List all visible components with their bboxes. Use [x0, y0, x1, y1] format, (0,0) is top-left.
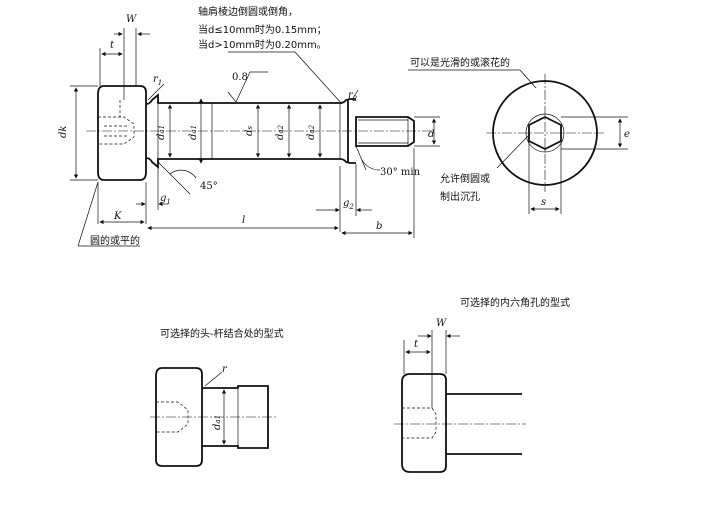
- angle30-label: 30° min: [380, 167, 421, 178]
- angle30-arc: [361, 159, 381, 171]
- detail-r-label: r: [222, 364, 228, 375]
- knurl-note-leader: [519, 69, 537, 89]
- l-label: l: [242, 215, 245, 226]
- chamfer-note-1: 轴肩棱边倒圆或倒角，: [198, 5, 298, 18]
- allow-note-leader: [496, 133, 531, 169]
- e-label: e: [624, 129, 630, 140]
- k-label: K: [113, 211, 122, 222]
- angle45-line: [157, 161, 191, 195]
- da2-label: da2: [275, 124, 286, 140]
- g2-label: g2: [343, 198, 354, 211]
- r1-leader: [147, 83, 165, 101]
- allow-note-1: 允许倒圆或: [440, 172, 490, 185]
- junction-detail: 可选择的头-杆结合处的型式 da1 r: [150, 327, 284, 467]
- chamfer-note-3: 当d>10mm时为0.20mm。: [198, 38, 327, 51]
- end-view: 可以是光滑的或滚花的 e s 允许倒圆或 制出沉孔: [408, 56, 630, 214]
- hex-socket-hidden: [98, 116, 135, 145]
- g1-label: g1: [160, 193, 171, 206]
- variant-w-label: W: [436, 318, 447, 329]
- allow-note-2: 制出沉孔: [440, 190, 480, 203]
- roughness-symbol: [227, 71, 268, 103]
- hex-socket: [528, 115, 562, 151]
- variant-socket-hidden: [402, 407, 437, 439]
- r2-label: r2: [348, 90, 358, 103]
- angle30-line: [355, 145, 367, 171]
- variant-t-label: t: [414, 339, 419, 350]
- da2-inner-label: da2: [306, 124, 317, 140]
- main-side-view: 0.8 r1 r2 轴肩棱边倒圆或倒角， 当d≤10mm时为0.15mm； 当d…: [58, 5, 440, 247]
- roughness-value: 0.8: [232, 72, 248, 83]
- shank-bottom-edge: [145, 157, 356, 169]
- angle45-arc: [169, 169, 197, 179]
- b-label: b: [376, 221, 382, 232]
- da1-label: da1: [156, 125, 167, 140]
- r1-label: r1: [153, 74, 162, 87]
- chamfer-note-leader: [294, 51, 343, 105]
- shank-top-edge: [145, 93, 356, 105]
- angle45-label: 45°: [200, 181, 218, 192]
- detail-r-leader: [204, 371, 223, 387]
- dk-label: dk: [58, 126, 69, 138]
- ds-label: ds: [244, 126, 255, 136]
- head-round-leader: [77, 181, 99, 247]
- hex-variant-detail: 可选择的内六角孔的型式 t W: [394, 296, 570, 473]
- junction-title: 可选择的头-杆结合处的型式: [160, 327, 284, 340]
- thread-body: [355, 116, 415, 147]
- detail-da1-label: da1: [212, 415, 223, 430]
- detail-head: [155, 367, 203, 467]
- s-label: s: [541, 197, 546, 208]
- r2-leader: [351, 89, 359, 101]
- chamfer-note-2: 当d≤10mm时为0.15mm；: [198, 23, 327, 36]
- d-label: d: [428, 129, 434, 140]
- screw-head: [97, 85, 147, 181]
- t-label: t: [110, 40, 115, 51]
- variant-head: [401, 373, 447, 473]
- head-round-note: 圆的或平的: [90, 234, 140, 247]
- da1-outer-label: da1: [188, 125, 199, 140]
- knurl-note: 可以是光滑的或滚花的: [410, 56, 510, 69]
- hex-variant-title: 可选择的内六角孔的型式: [460, 296, 570, 309]
- w-label: W: [126, 14, 137, 25]
